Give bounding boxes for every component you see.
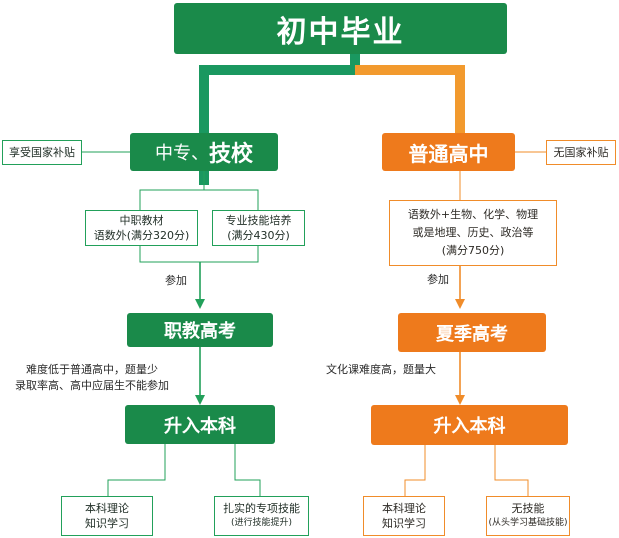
right-admit-label: 升入本科 xyxy=(433,416,506,437)
left-participate-text: 参加 xyxy=(165,274,187,287)
left-curriculum-line1: 中职教材 xyxy=(119,214,164,227)
left-outcome-skills-line1: 扎实的专项技能 xyxy=(223,502,300,515)
left-difficulty-line2: 录取率高、高中应届生不能参加 xyxy=(15,379,169,392)
left-curriculum-note: 中职教材 语数外(满分320分) xyxy=(85,210,198,246)
left-exam-node: 职教高考 xyxy=(127,313,273,347)
left-outcome-theory-line1: 本科理论 xyxy=(85,502,129,515)
right-admit-node: 升入本科 xyxy=(371,405,568,445)
right-subjects-line1: 语数外+生物、化学、物理 xyxy=(407,208,539,221)
left-curriculum-line2: 语数外(满分320分) xyxy=(93,229,190,242)
left-skills-line1: 专业技能培养 xyxy=(225,214,292,227)
left-admit-label: 升入本科 xyxy=(164,415,236,437)
right-difficulty-note: 文化课难度高，题量大 xyxy=(326,362,436,378)
right-outcome-noskills: 无技能 (从头学习基础技能) xyxy=(486,496,570,536)
left-branch-emphasis: 技校 xyxy=(208,142,253,167)
left-skills-note: 专业技能培养 (满分430分) xyxy=(212,210,305,246)
right-branch-node: 普通高中 xyxy=(382,133,515,171)
right-outcome-noskills-line1: 无技能 xyxy=(511,502,545,515)
right-subjects-line3: (满分750分) xyxy=(441,244,505,257)
left-skills-line2: (满分430分) xyxy=(227,229,290,242)
root-node: 初中毕业 xyxy=(174,3,507,54)
left-exam-label: 职教高考 xyxy=(164,321,236,342)
right-outcome-theory: 本科理论 知识学习 xyxy=(363,496,445,536)
left-branch-node: 中专、技校 xyxy=(130,133,278,171)
left-difficulty-note: 难度低于普通高中，题量少 录取率高、高中应届生不能参加 xyxy=(4,362,180,394)
left-outcome-theory-line2: 知识学习 xyxy=(85,517,129,530)
left-outcome-skills-line2: (进行技能提升) xyxy=(230,518,293,528)
left-outcome-theory: 本科理论 知识学习 xyxy=(61,496,153,536)
left-branch-prefix: 中专、 xyxy=(154,143,209,164)
right-branch-label: 普通高中 xyxy=(408,141,489,166)
root-label: 初中毕业 xyxy=(276,14,405,50)
left-admit-node: 升入本科 xyxy=(125,405,275,444)
left-notes-to-exam xyxy=(139,246,259,309)
left-branch-to-notes xyxy=(139,170,259,210)
left-outcome-skills: 扎实的专项技能 (进行技能提升) xyxy=(214,496,309,536)
left-subsidy-text: 享受国家补贴 xyxy=(9,146,75,159)
right-participate-label: 参加 xyxy=(427,272,449,288)
right-admit-to-outcomes xyxy=(404,444,529,496)
root-to-right-connector xyxy=(355,65,465,135)
right-subjects-line2: 或是地理、历史、政治等 xyxy=(412,226,534,239)
left-admit-to-outcomes xyxy=(107,444,261,496)
right-outcome-theory-line2: 知识学习 xyxy=(382,517,426,530)
right-outcome-theory-line1: 本科理论 xyxy=(382,502,426,515)
right-outcome-noskills-line2: (从头学习基础技能) xyxy=(488,518,568,528)
left-participate-label: 参加 xyxy=(165,273,187,289)
left-difficulty-line1: 难度低于普通高中，题量少 xyxy=(26,363,158,376)
left-subsidy-note: 享受国家补贴 xyxy=(2,140,82,165)
right-difficulty-text: 文化课难度高，题量大 xyxy=(326,363,436,376)
right-subsidy-note: 无国家补贴 xyxy=(546,140,616,165)
right-participate-text: 参加 xyxy=(427,273,449,286)
right-exam-node: 夏季高考 xyxy=(398,313,546,352)
right-subjects-note: 语数外+生物、化学、物理 或是地理、历史、政治等 (满分750分) xyxy=(389,200,557,266)
right-exam-label: 夏季高考 xyxy=(436,323,508,345)
right-subsidy-text: 无国家补贴 xyxy=(553,146,609,159)
